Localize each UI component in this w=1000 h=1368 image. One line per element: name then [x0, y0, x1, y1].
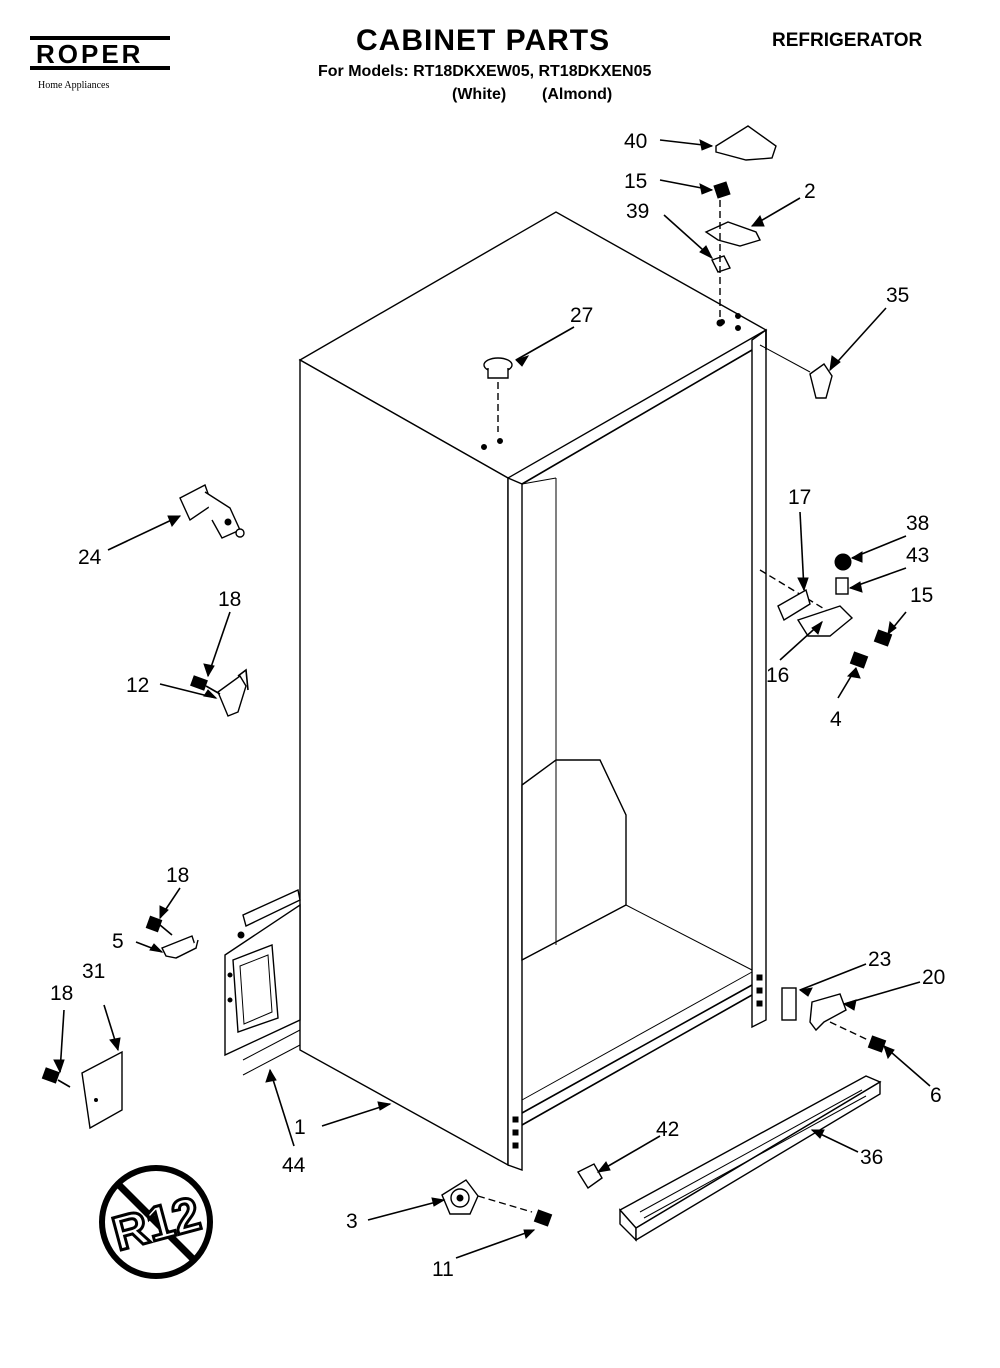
callout-43: 43: [906, 544, 929, 567]
part-12-hinge: [190, 668, 249, 717]
part-42-clip: [576, 1163, 603, 1190]
part-31-cover: [41, 1050, 123, 1130]
callout-18-upper: 18: [218, 588, 241, 611]
part-24-bracket: [179, 484, 245, 539]
callout-16: 16: [766, 664, 789, 687]
callout-35: 35: [886, 284, 909, 307]
callout-40: 40: [624, 130, 647, 153]
callout-42: 42: [656, 1118, 679, 1141]
callout-24: 24: [78, 546, 102, 569]
no-r12-emblem: R12: [99, 1165, 213, 1279]
appliance-category: REFRIGERATOR: [772, 30, 923, 51]
callout-39: 39: [626, 200, 649, 223]
middle-hinge-assembly: [759, 553, 893, 669]
model-numbers: For Models: RT18DKXEW05, RT18DKXEN05: [318, 63, 652, 80]
brand-subtitle: Home Appliances: [38, 80, 110, 91]
callout-20: 20: [922, 966, 945, 989]
callout-5: 5: [112, 930, 124, 953]
callout-15-top: 15: [624, 170, 647, 193]
callout-44: 44: [282, 1154, 306, 1177]
callout-27: 27: [570, 304, 593, 327]
callout-15-mid: 15: [910, 584, 933, 607]
cabinet-body: [298, 211, 768, 1171]
callout-18-lower: 18: [50, 982, 73, 1005]
part-3-roller: [441, 1179, 553, 1227]
callout-4: 4: [830, 708, 842, 731]
page-title: CABINET PARTS: [356, 24, 611, 57]
roper-logo: ROPER: [30, 36, 170, 72]
callout-labels: 40 15 2 39 35 27 24 18 12 17 38 43 15 16…: [50, 130, 945, 1281]
variant-almond: (Almond): [542, 86, 613, 103]
callout-17: 17: [788, 486, 811, 509]
callout-12: 12: [126, 674, 149, 697]
callout-23: 23: [868, 948, 891, 971]
top-hinge-assembly: [704, 125, 777, 327]
part-36-toe-grille: [618, 1075, 882, 1242]
callout-11: 11: [432, 1258, 454, 1281]
part-27-plug: [483, 357, 513, 432]
callout-36: 36: [860, 1146, 883, 1169]
bottom-hinge-assembly: [781, 987, 887, 1053]
callout-38: 38: [906, 512, 929, 535]
callout-31: 31: [82, 960, 105, 983]
callout-1: 1: [294, 1116, 306, 1139]
variant-white: (White): [452, 86, 507, 103]
callout-3: 3: [346, 1210, 358, 1233]
part-5-bracket: [145, 915, 199, 959]
brand-name: ROPER: [36, 39, 143, 69]
part-35-cap: [759, 344, 833, 399]
r12-text: R12: [107, 1187, 206, 1261]
rear-access-panel: [224, 888, 301, 1076]
leader-lines: [53, 139, 931, 1259]
callout-6: 6: [930, 1084, 942, 1107]
callout-2: 2: [804, 180, 816, 203]
callout-18-mid: 18: [166, 864, 189, 887]
